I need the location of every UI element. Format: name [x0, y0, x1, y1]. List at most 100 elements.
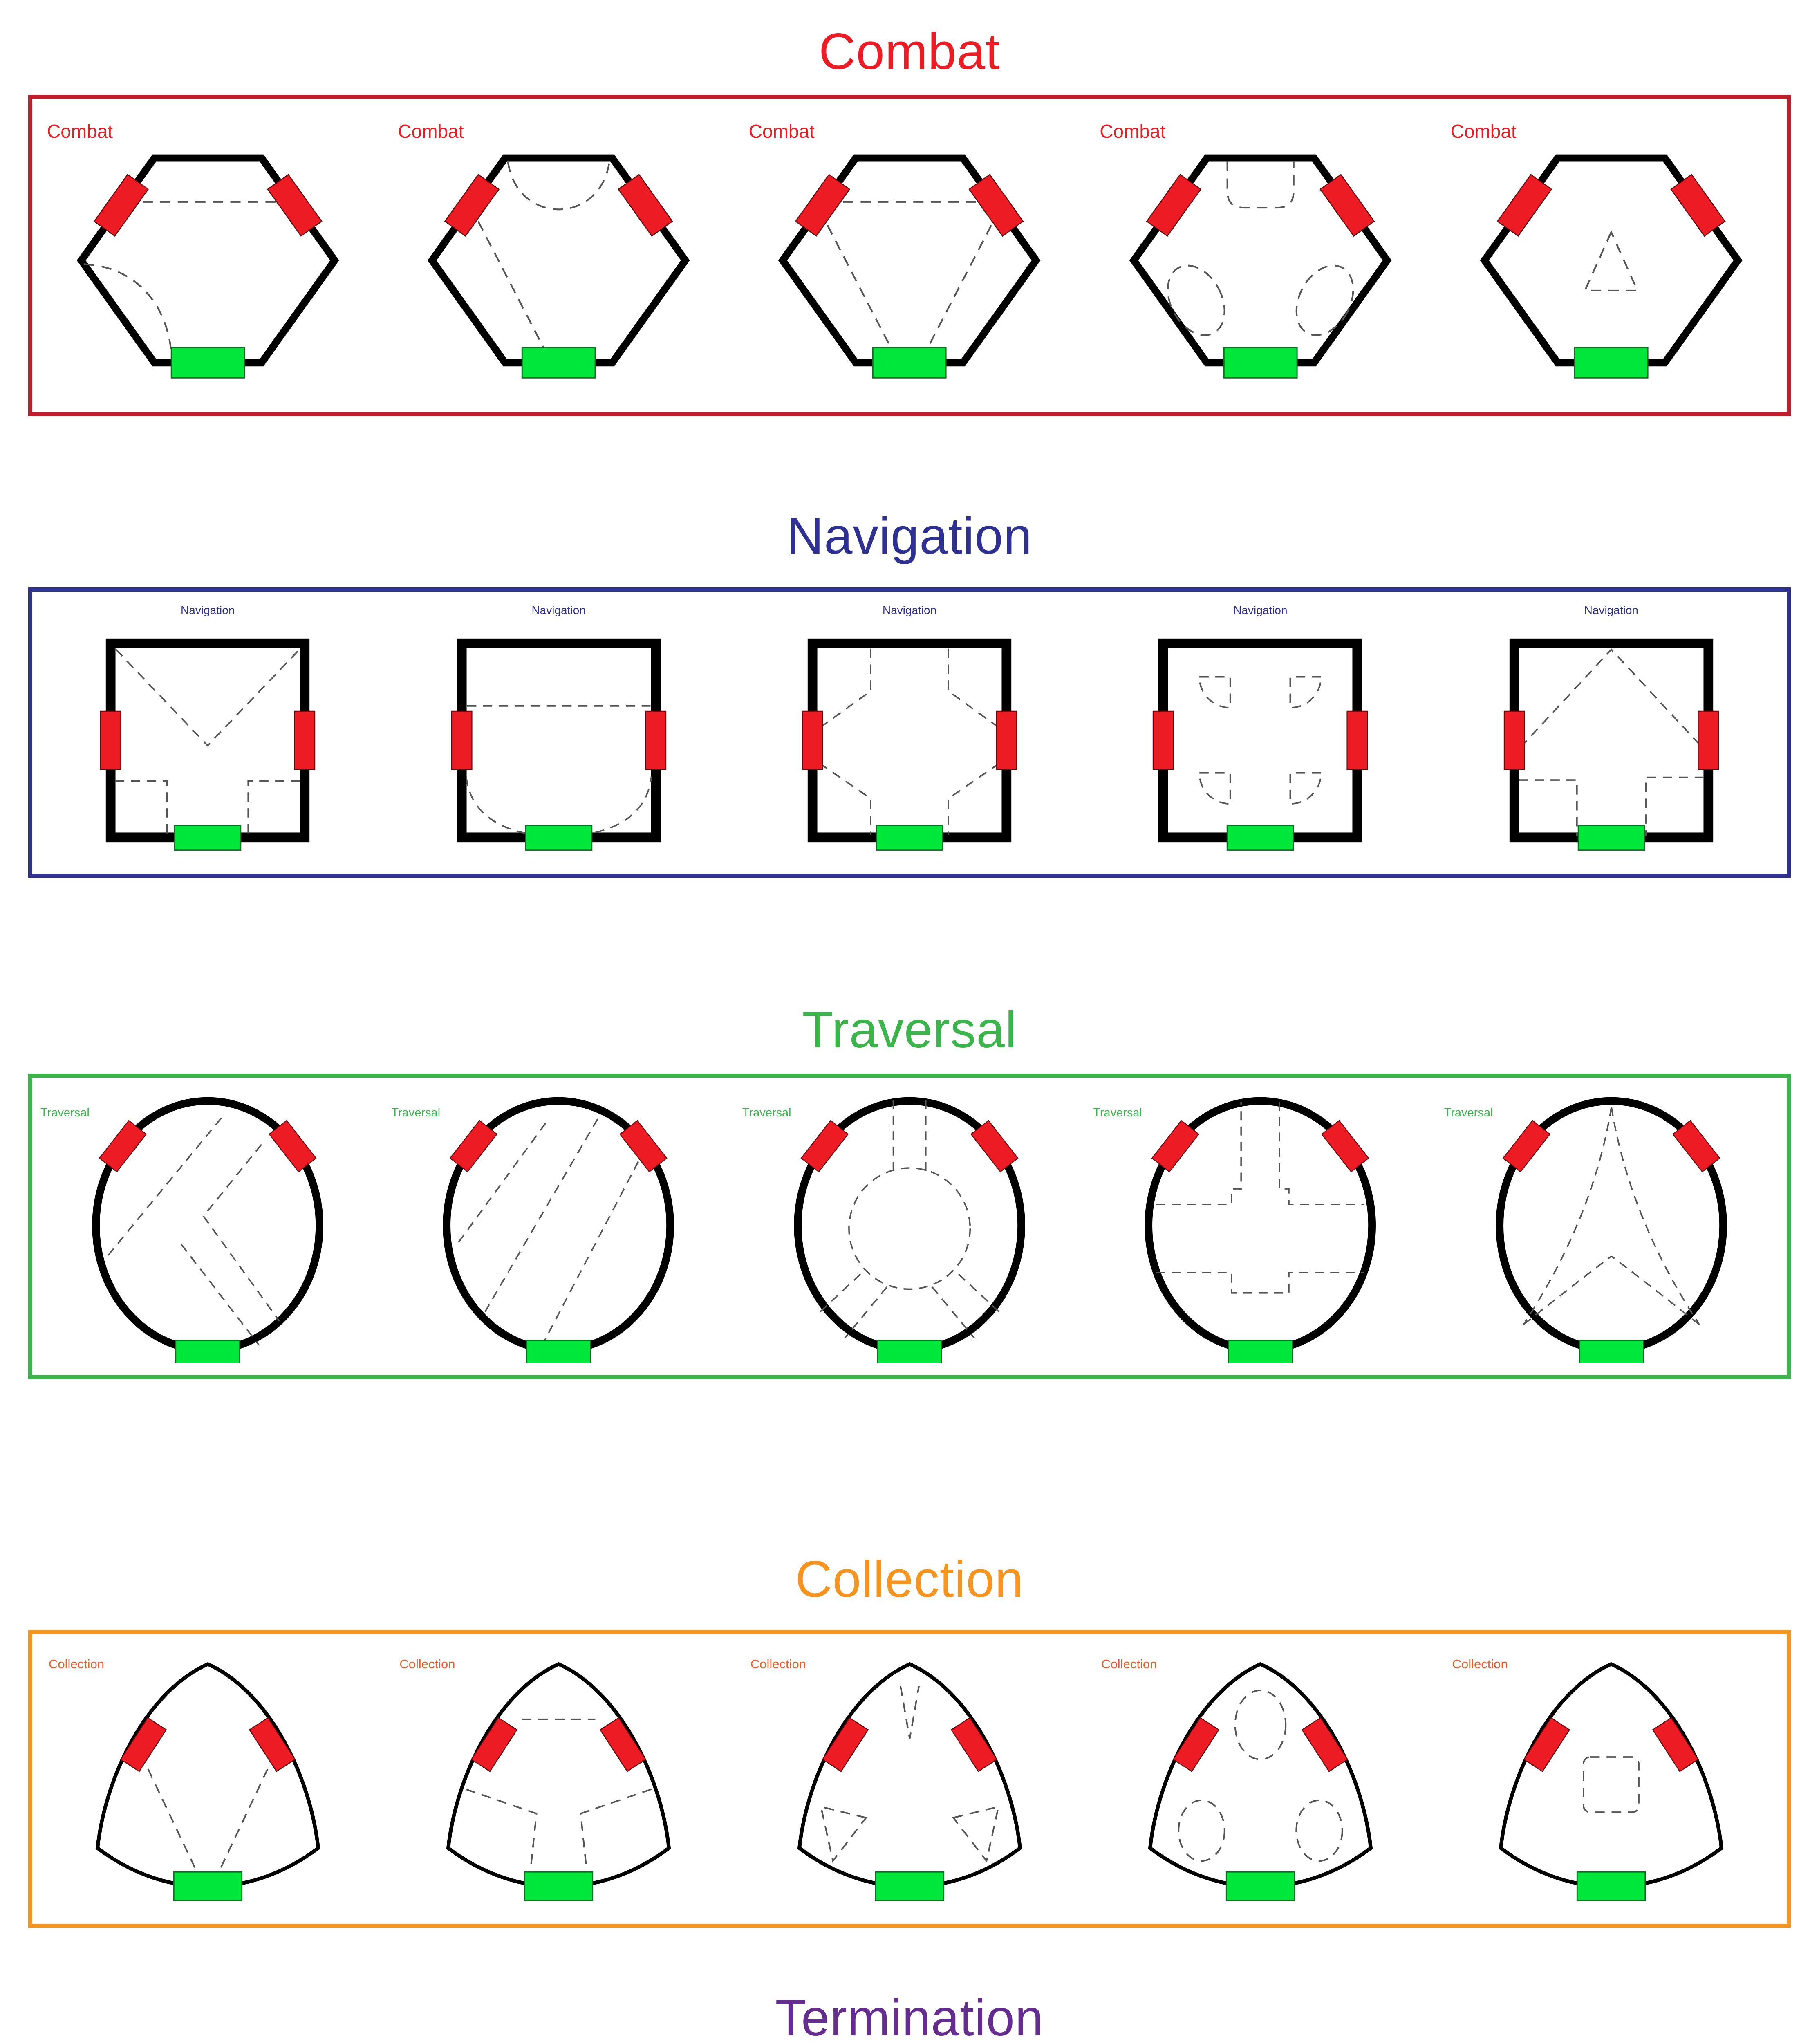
- room-wall-outline: [76, 154, 339, 367]
- room-label: Combat: [1450, 121, 1517, 142]
- entrance-marker-icon: [1319, 174, 1375, 237]
- guide-central-hub-three-spokes: [848, 1167, 971, 1290]
- combat-room-1-floorplan: [76, 154, 339, 379]
- navigation-room-cell-3: Navigation: [734, 592, 1085, 874]
- collection-room-4-floorplan: [1148, 1662, 1373, 1901]
- room-label: Traversal: [742, 1106, 791, 1119]
- guide-top-alcove-arc-with-diagonal-path: [507, 161, 610, 211]
- entrance-marker-icon: [1151, 1120, 1200, 1173]
- exit-marker-icon: [173, 1871, 242, 1901]
- combat-room-cell-1: Combat: [32, 99, 383, 412]
- guide-curved-three-point-star: [1523, 1255, 1612, 1325]
- combat-room-cell-4: Combat: [1085, 99, 1436, 412]
- room-wall-outline: [778, 154, 1041, 367]
- exit-marker-icon: [1577, 1871, 1646, 1901]
- guide-octagonal-corridor: [819, 648, 871, 729]
- guide-corner-v-with-two-bottom-alcoves: [115, 649, 300, 747]
- navigation-room-3-floorplan: [802, 638, 1017, 851]
- entrance-marker-icon: [800, 1120, 849, 1173]
- room-wall-outline: [1499, 1662, 1724, 1889]
- guide-curved-three-point-star: [1611, 1255, 1700, 1325]
- collection-room-3-floorplan: [797, 1662, 1022, 1901]
- collection-room-5-floorplan: [1499, 1662, 1724, 1901]
- section-title-navigation: Navigation: [786, 508, 1033, 565]
- guide-four-door-swings: [1198, 772, 1231, 805]
- entrance-marker-icon: [996, 710, 1017, 770]
- guide-octagonal-corridor: [948, 648, 1000, 729]
- guide-apex-v-with-corner-wedges: [820, 1805, 867, 1863]
- entrance-marker-icon: [1672, 1120, 1720, 1173]
- entrance-marker-icon: [970, 1120, 1019, 1173]
- collection-room-1-floorplan: [95, 1662, 320, 1901]
- section-title-combat: Combat: [819, 23, 1000, 80]
- entrance-marker-icon: [100, 710, 121, 770]
- entrance-marker-icon: [1146, 174, 1201, 237]
- exit-marker-icon: [1228, 1340, 1293, 1363]
- guide-three-diagonal-lanes: [455, 1123, 547, 1248]
- room-wall-outline: [446, 1662, 671, 1889]
- room-label: Combat: [47, 121, 113, 142]
- guide-four-door-swings: [1289, 772, 1322, 805]
- guide-three-diagonal-lanes: [484, 1118, 599, 1312]
- exit-marker-icon: [872, 347, 947, 379]
- exit-marker-icon: [526, 1340, 591, 1363]
- entrance-marker-icon: [470, 1717, 518, 1772]
- navigation-room-5-floorplan: [1503, 638, 1719, 851]
- guide-four-door-swings: [1289, 676, 1322, 709]
- room-wall-outline: [427, 154, 690, 367]
- traversal-room-4-floorplan: [1145, 1097, 1376, 1363]
- room-label: Collection: [399, 1657, 455, 1671]
- traversal-room-3-floorplan: [794, 1097, 1025, 1363]
- entrance-marker-icon: [444, 174, 500, 237]
- entrance-marker-icon: [1172, 1717, 1220, 1772]
- guide-upper-corridor-line-with-lower-left-arc: [84, 263, 172, 361]
- entrance-marker-icon: [269, 1120, 317, 1173]
- entrance-marker-icon: [267, 174, 323, 237]
- collection-room-cell-1: Collection: [32, 1634, 383, 1924]
- section-title-collection: Collection: [795, 1551, 1024, 1608]
- room-wall-outline: [1129, 154, 1392, 367]
- room-wall-outline: [457, 638, 661, 843]
- exit-marker-icon: [1579, 1340, 1644, 1363]
- entrance-marker-icon: [645, 710, 666, 770]
- entrance-marker-icon: [1670, 174, 1726, 237]
- guide-central-triangle-obstacle: [1584, 230, 1639, 291]
- exit-marker-icon: [174, 825, 242, 851]
- exit-marker-icon: [875, 1871, 944, 1901]
- guide-central-hub-three-spokes: [931, 1286, 975, 1339]
- exit-marker-icon: [521, 347, 596, 379]
- entrance-marker-icon: [451, 710, 473, 770]
- exit-marker-icon: [1223, 347, 1298, 379]
- guide-upper-line-with-funnel-to-exit: [920, 225, 992, 361]
- entrance-marker-icon: [968, 174, 1024, 237]
- entrance-marker-icon: [822, 1717, 869, 1772]
- entrance-marker-icon: [1346, 710, 1368, 770]
- traversal-room-cell-2: Traversal: [383, 1078, 734, 1375]
- entrance-marker-icon: [619, 1120, 668, 1173]
- entrance-marker-icon: [1496, 174, 1552, 237]
- guide-roof-peak-with-bottom-alcoves: [1519, 779, 1578, 836]
- guide-roof-peak-with-bottom-alcoves: [1645, 776, 1704, 836]
- navigation-room-4-floorplan: [1153, 638, 1368, 851]
- exit-marker-icon: [1574, 347, 1649, 379]
- room-label: Traversal: [40, 1106, 90, 1119]
- guide-top-alcove-arc-with-diagonal-path: [477, 221, 551, 361]
- guide-top-line-with-bottom-elbows: [580, 1788, 652, 1874]
- entrance-marker-icon: [1698, 710, 1719, 770]
- room-label: Traversal: [1444, 1106, 1493, 1119]
- guide-funnel-lines-to-exit: [147, 1768, 199, 1876]
- traversal-room-cell-1: Traversal: [32, 1078, 383, 1375]
- guide-stepped-cross-corridor: [1156, 1271, 1365, 1294]
- guide-roof-peak-with-bottom-alcoves: [1520, 648, 1703, 748]
- exit-marker-icon: [525, 825, 592, 851]
- guide-top-alcove-with-two-side-pods: [1167, 264, 1225, 336]
- guide-corner-v-with-two-bottom-alcoves: [115, 780, 168, 836]
- room-wall-outline: [1480, 154, 1743, 367]
- room-label: Navigation: [882, 604, 937, 616]
- guide-octagonal-corridor: [948, 762, 1000, 835]
- room-wall-outline: [95, 1662, 320, 1889]
- room-wall-outline: [1158, 638, 1362, 843]
- exit-marker-icon: [877, 1340, 942, 1363]
- combat-room-cell-2: Combat: [383, 99, 734, 412]
- navigation-room-cell-5: Navigation: [1436, 592, 1787, 874]
